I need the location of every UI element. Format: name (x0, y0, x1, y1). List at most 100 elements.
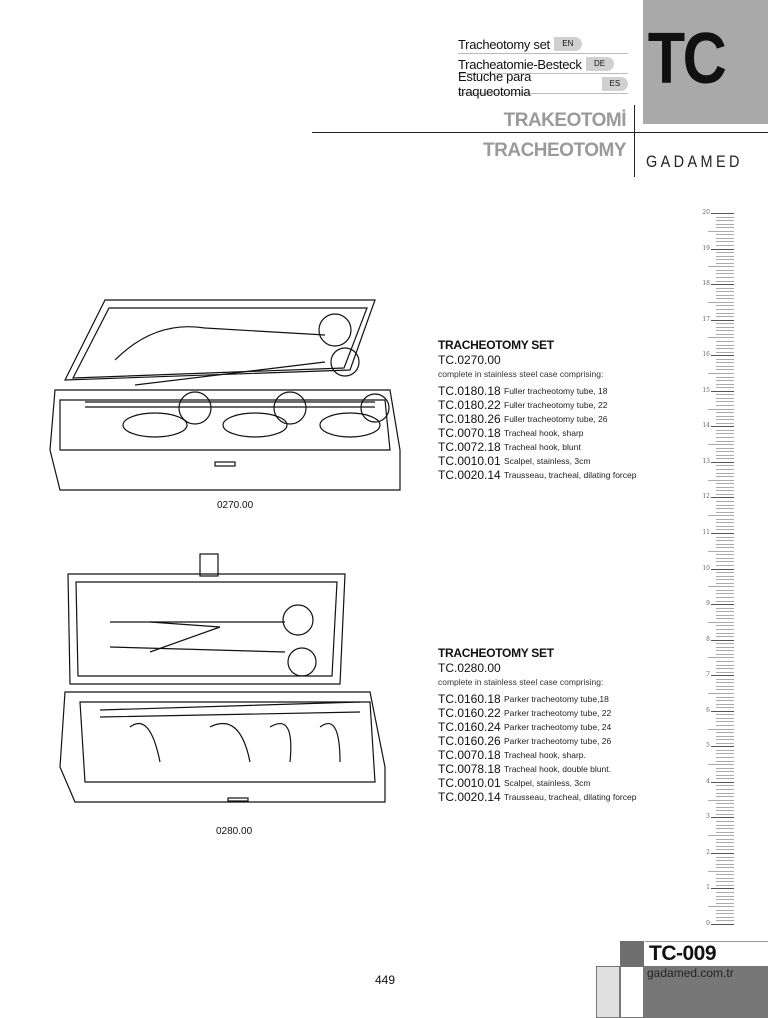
ruler-tick (716, 380, 734, 382)
ruler-tick (711, 319, 734, 321)
ruler-tick (716, 696, 734, 698)
ruler-tick (716, 611, 734, 613)
ruler-tick (716, 291, 734, 293)
brand-logo: GADAMED (646, 152, 743, 171)
ruler-tick (716, 348, 734, 350)
set-subtitle: complete in stainless steel case compris… (438, 369, 604, 379)
ruler-tick (711, 284, 734, 286)
ruler-tick (708, 799, 734, 801)
ruler-tick (716, 749, 734, 751)
ruler-tick (711, 390, 734, 392)
ruler-tick (716, 881, 734, 883)
ruler-tick (716, 401, 734, 403)
ruler-tick (716, 458, 734, 460)
ruler-tick (716, 472, 734, 474)
ruler-tick (711, 746, 734, 748)
item-desc: Parker tracheotomy tube, 24 (504, 722, 612, 732)
ruler-tick (716, 227, 734, 229)
ruler-tick (716, 796, 734, 797)
ruler-tick (716, 593, 734, 595)
ruler-tick (708, 444, 734, 446)
ruler-tick (716, 671, 734, 673)
ruler-tick (716, 707, 734, 709)
ruler-label: 6 (706, 706, 710, 714)
set-code: TC.0270.00 (438, 353, 501, 367)
ruler-tick (716, 636, 734, 637)
ruler-tick (716, 803, 734, 805)
ruler-tick (716, 742, 734, 744)
ruler-tick (711, 888, 734, 890)
ruler-tick (716, 643, 734, 645)
set-subtitle: complete in stainless steel case compris… (438, 677, 604, 687)
ruler-tick (716, 724, 734, 726)
header-divider (312, 132, 768, 133)
footer-white-block (620, 966, 644, 1018)
ruler-tick (716, 572, 734, 574)
item-code: TC.0010.01 (438, 454, 501, 468)
ruler-tick (716, 756, 734, 758)
ruler-tick (716, 735, 734, 737)
item-desc: Parker tracheotomy tube, 22 (504, 708, 612, 718)
ruler-tick (716, 344, 734, 346)
ruler-tick (716, 241, 734, 243)
ruler-tick (708, 266, 734, 268)
ruler-tick (716, 501, 734, 502)
ruler-tick (716, 287, 734, 289)
language-text: Tracheotomy set (458, 36, 550, 52)
item-code: TC.0180.26 (438, 412, 501, 426)
item-code: TC.0078.18 (438, 762, 501, 776)
ruler-tick (716, 831, 734, 833)
ruler-tick (716, 440, 734, 442)
ruler-tick (716, 216, 734, 218)
ruler-label: 11 (702, 528, 710, 536)
ruler-tick (716, 582, 734, 584)
ruler-tick (716, 920, 734, 922)
ruler-tick (716, 234, 734, 236)
item-code: TC.0010.01 (438, 776, 501, 790)
ruler-tick (716, 262, 734, 264)
item-desc: Trausseau, tracheal, dilating forcep (504, 470, 637, 480)
ruler-tick (716, 294, 734, 296)
language-code: ES (601, 77, 628, 91)
ruler-tick (716, 252, 734, 254)
ruler-tick (716, 717, 734, 719)
item-desc: Tracheal hook, sharp. (504, 750, 586, 760)
ruler-tick (716, 856, 734, 858)
item-desc: Fuller tracheotomy tube, 26 (504, 414, 608, 424)
ruler-tick (716, 767, 734, 769)
ruler-tick (716, 465, 734, 467)
ruler-tick (716, 810, 734, 812)
ruler-tick (716, 760, 734, 762)
item-code: TC.0072.18 (438, 440, 501, 454)
ruler-tick (716, 365, 734, 367)
ruler-tick (716, 518, 734, 520)
ruler-tick (716, 273, 734, 275)
ruler-tick (716, 277, 734, 278)
ruler-tick (716, 326, 734, 328)
ruler-label: 5 (706, 742, 710, 750)
ruler-tick (716, 579, 734, 581)
ruler-tick (716, 422, 734, 424)
ruler-tick (716, 685, 734, 687)
item-desc: Parker tracheotomy tube, 26 (504, 736, 612, 746)
item-desc: Tracheal hook, blunt (504, 442, 581, 452)
website: gadamed.com.tr (644, 966, 768, 1018)
ruler-tick (716, 845, 734, 847)
page-number: 449 (375, 973, 396, 987)
ruler-tick (716, 678, 734, 680)
ruler-tick (716, 447, 734, 449)
language-row-en: Tracheotomy set EN (458, 35, 628, 54)
ruler-tick (716, 522, 734, 524)
ruler-tick (711, 248, 734, 250)
ruler-label: 18 (702, 280, 710, 288)
ruler-tick (716, 255, 734, 257)
section-code-block: TC (643, 0, 768, 124)
item-code: TC.0020.14 (438, 468, 501, 482)
ruler-tick (716, 899, 734, 901)
ruler-label: 15 (702, 386, 710, 394)
ruler-tick (708, 621, 734, 623)
ruler-tick (716, 305, 734, 307)
